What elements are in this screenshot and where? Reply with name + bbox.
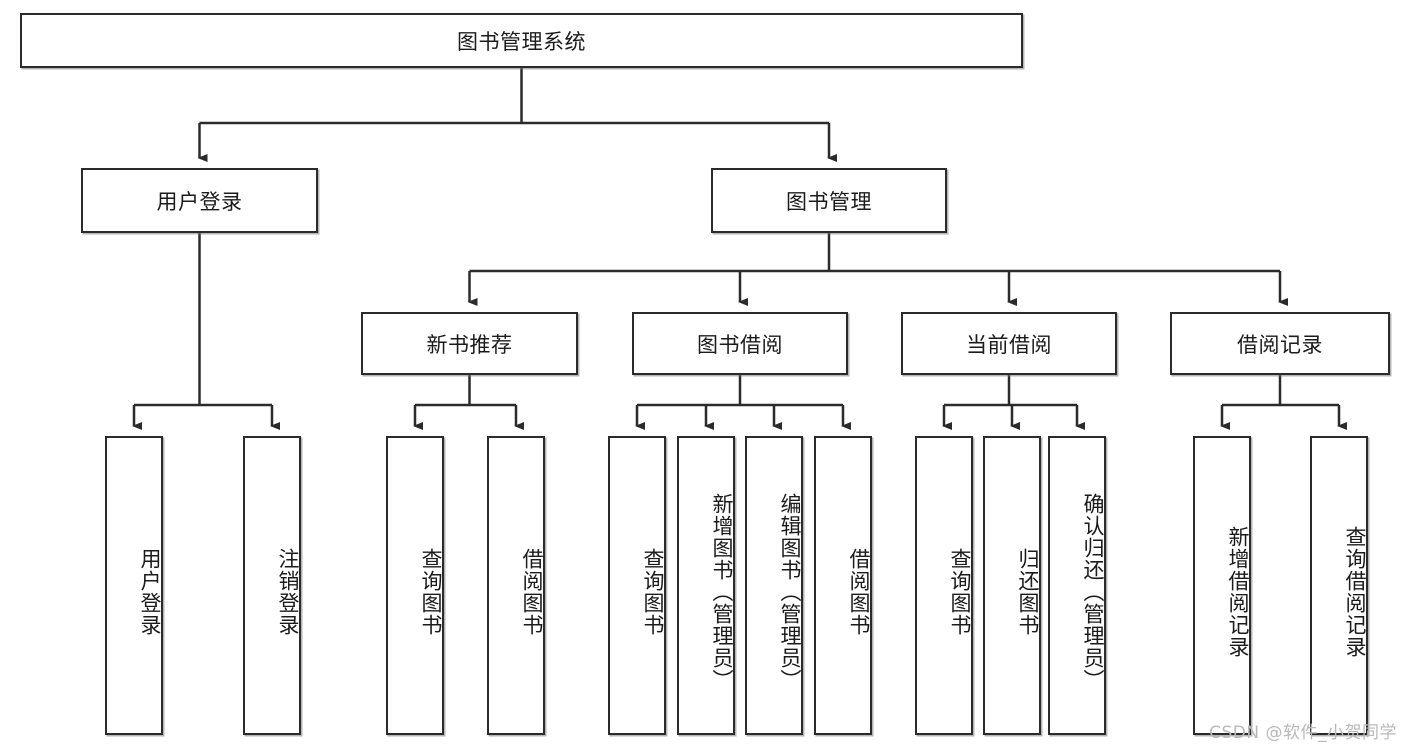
leaf-borrow-book-recommend[interactable]: 借阅图书 bbox=[487, 436, 545, 735]
leaf-query-book-recommend[interactable]: 查询图书 bbox=[386, 436, 444, 735]
leaf-label: 用户登录 bbox=[138, 547, 162, 636]
leaf-label: 借阅图书 bbox=[520, 547, 544, 636]
leaf-label: 查询借阅记录 bbox=[1343, 525, 1367, 658]
leaf-label: 归还图书 bbox=[1016, 547, 1040, 636]
leaf-label: 确认归还（管理员） bbox=[1081, 492, 1105, 691]
leaf-label: 新增图书（管理员） bbox=[710, 492, 734, 691]
node-user-login[interactable]: 用户登录 bbox=[81, 168, 318, 233]
leaf-query-book-borrow[interactable]: 查询图书 bbox=[608, 436, 666, 735]
leaf-query-book-current[interactable]: 查询图书 bbox=[915, 436, 973, 735]
leaf-user-login[interactable]: 用户登录 bbox=[105, 436, 163, 735]
leaf-return-book[interactable]: 归还图书 bbox=[983, 436, 1041, 735]
leaf-edit-book-admin[interactable]: 编辑图书（管理员） bbox=[745, 436, 803, 735]
leaf-borrow-book[interactable]: 借阅图书 bbox=[814, 436, 872, 735]
leaf-add-book-admin[interactable]: 新增图书（管理员） bbox=[677, 436, 735, 735]
leaf-logout-login[interactable]: 注销登录 bbox=[243, 436, 301, 735]
leaf-add-borrow-record[interactable]: 新增借阅记录 bbox=[1193, 436, 1251, 735]
leaf-label: 查询图书 bbox=[641, 547, 665, 636]
leaf-query-borrow-record[interactable]: 查询借阅记录 bbox=[1310, 436, 1368, 735]
node-current-borrow[interactable]: 当前借阅 bbox=[901, 312, 1117, 375]
node-borrow-record[interactable]: 借阅记录 bbox=[1170, 312, 1390, 375]
leaf-label: 新增借阅记录 bbox=[1226, 525, 1250, 658]
leaf-label: 注销登录 bbox=[276, 547, 300, 636]
leaf-label: 查询图书 bbox=[419, 547, 443, 636]
node-book-borrow[interactable]: 图书借阅 bbox=[632, 312, 848, 375]
node-book-management[interactable]: 图书管理 bbox=[711, 168, 947, 233]
leaf-label: 编辑图书（管理员） bbox=[778, 492, 802, 691]
node-new-book-recommend[interactable]: 新书推荐 bbox=[361, 312, 578, 375]
leaf-confirm-return-admin[interactable]: 确认归还（管理员） bbox=[1048, 436, 1106, 735]
leaf-label: 借阅图书 bbox=[847, 547, 871, 636]
watermark: CSDN @软件_小贺同学 bbox=[1209, 723, 1397, 743]
node-root[interactable]: 图书管理系统 bbox=[20, 13, 1023, 68]
leaf-label: 查询图书 bbox=[948, 547, 972, 636]
